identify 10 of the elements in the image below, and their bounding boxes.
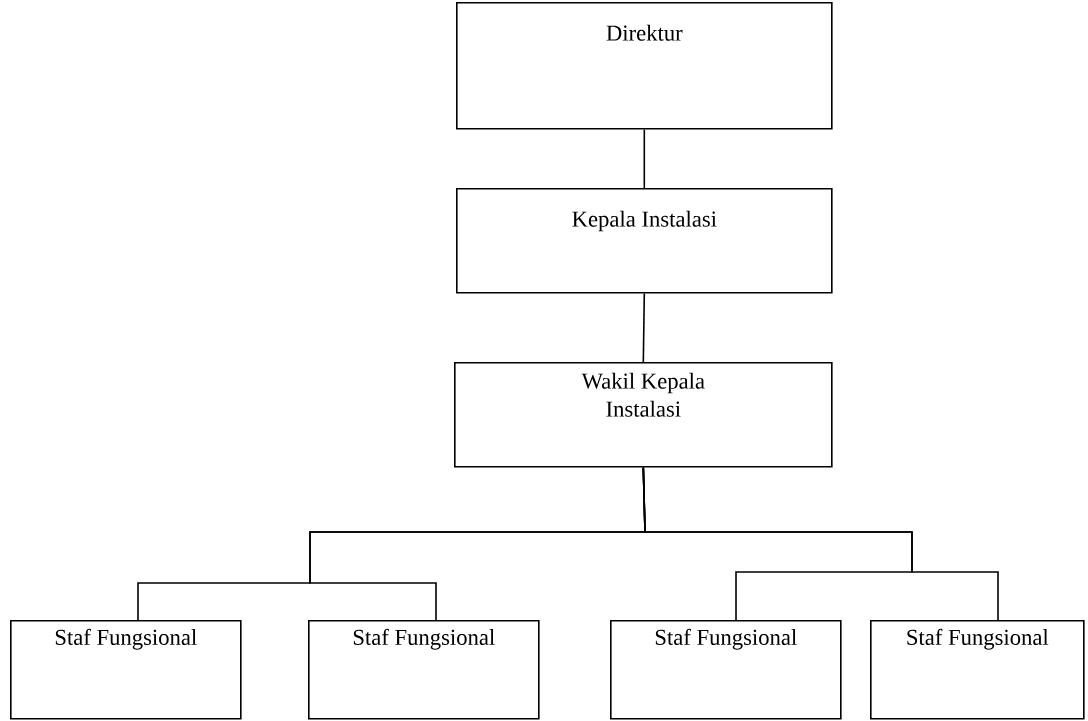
org-box: Kepala Instalasi	[456, 188, 833, 294]
org-box: Staf Fungsional	[610, 620, 842, 720]
connector-line	[642, 466, 999, 621]
org-box: Staf Fungsional	[308, 620, 540, 720]
org-box: Staf Fungsional	[870, 620, 1085, 720]
connector-line	[642, 292, 646, 363]
org-box: Wakil Kepala Instalasi	[454, 362, 833, 468]
org-box: Staf Fungsional	[10, 620, 242, 720]
connector-line	[643, 128, 646, 189]
org-box: Direktur	[456, 2, 833, 130]
